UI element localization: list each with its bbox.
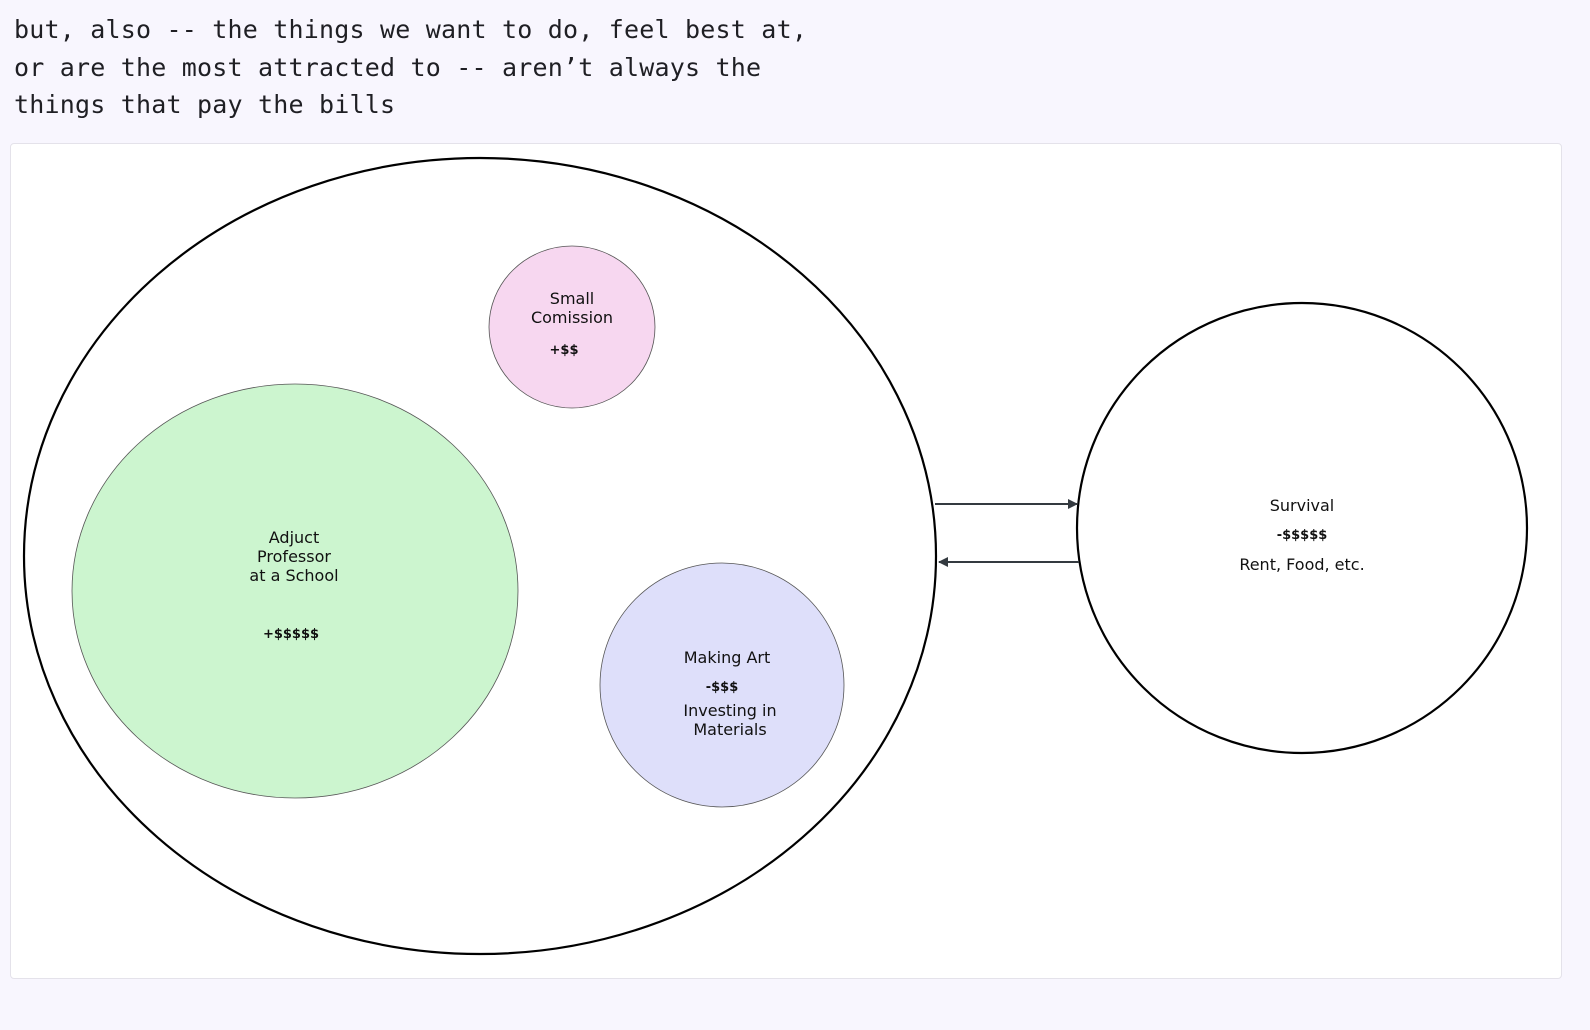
adjunct-ellipse	[71, 383, 519, 799]
diagram-card[interactable]: Small Comission +$$ Adjuct Professor at …	[10, 143, 1562, 979]
adjunct-money: +$$$$$	[263, 627, 319, 642]
diagram-canvas[interactable]: Small Comission +$$ Adjuct Professor at …	[11, 144, 1563, 980]
survival-circle	[1075, 301, 1529, 755]
intro-line: but, also -- the things we want to do, f…	[14, 15, 808, 44]
art-detail-line-2: Materials	[693, 720, 766, 739]
commission-money: +$$	[550, 343, 579, 358]
commission-label-line-2: Comission	[531, 308, 613, 327]
commission-node[interactable]: Small Comission +$$	[488, 245, 656, 409]
survival-node[interactable]: Survival -$$$$$ Rent, Food, etc.	[1075, 301, 1529, 755]
intro-text: but, also -- the things we want to do, f…	[14, 11, 914, 124]
commission-label-line-1: Small	[550, 289, 594, 308]
adjunct-label-line-2: Professor	[257, 547, 331, 566]
adjunct-label-line-3: at a School	[249, 566, 338, 585]
art-node[interactable]: Making Art -$$$ Investing in Materials	[599, 562, 845, 808]
adjunct-label-line-1: Adjuct	[269, 528, 319, 547]
survival-money: -$$$$$	[1277, 528, 1328, 543]
survival-detail: Rent, Food, etc.	[1239, 555, 1364, 574]
survival-title: Survival	[1270, 496, 1335, 515]
art-circle	[599, 562, 845, 808]
art-detail-line-1: Investing in	[683, 701, 776, 720]
intro-line: or are the most attracted to -- aren’t a…	[14, 52, 762, 82]
adjunct-node[interactable]: Adjuct Professor at a School +$$$$$	[71, 383, 519, 799]
creative-container-ellipse[interactable]	[22, 156, 938, 956]
art-money: -$$$	[706, 680, 739, 695]
art-title: Making Art	[684, 648, 771, 667]
commission-circle	[488, 245, 656, 409]
intro-line: things that pay the bills	[14, 90, 396, 119]
